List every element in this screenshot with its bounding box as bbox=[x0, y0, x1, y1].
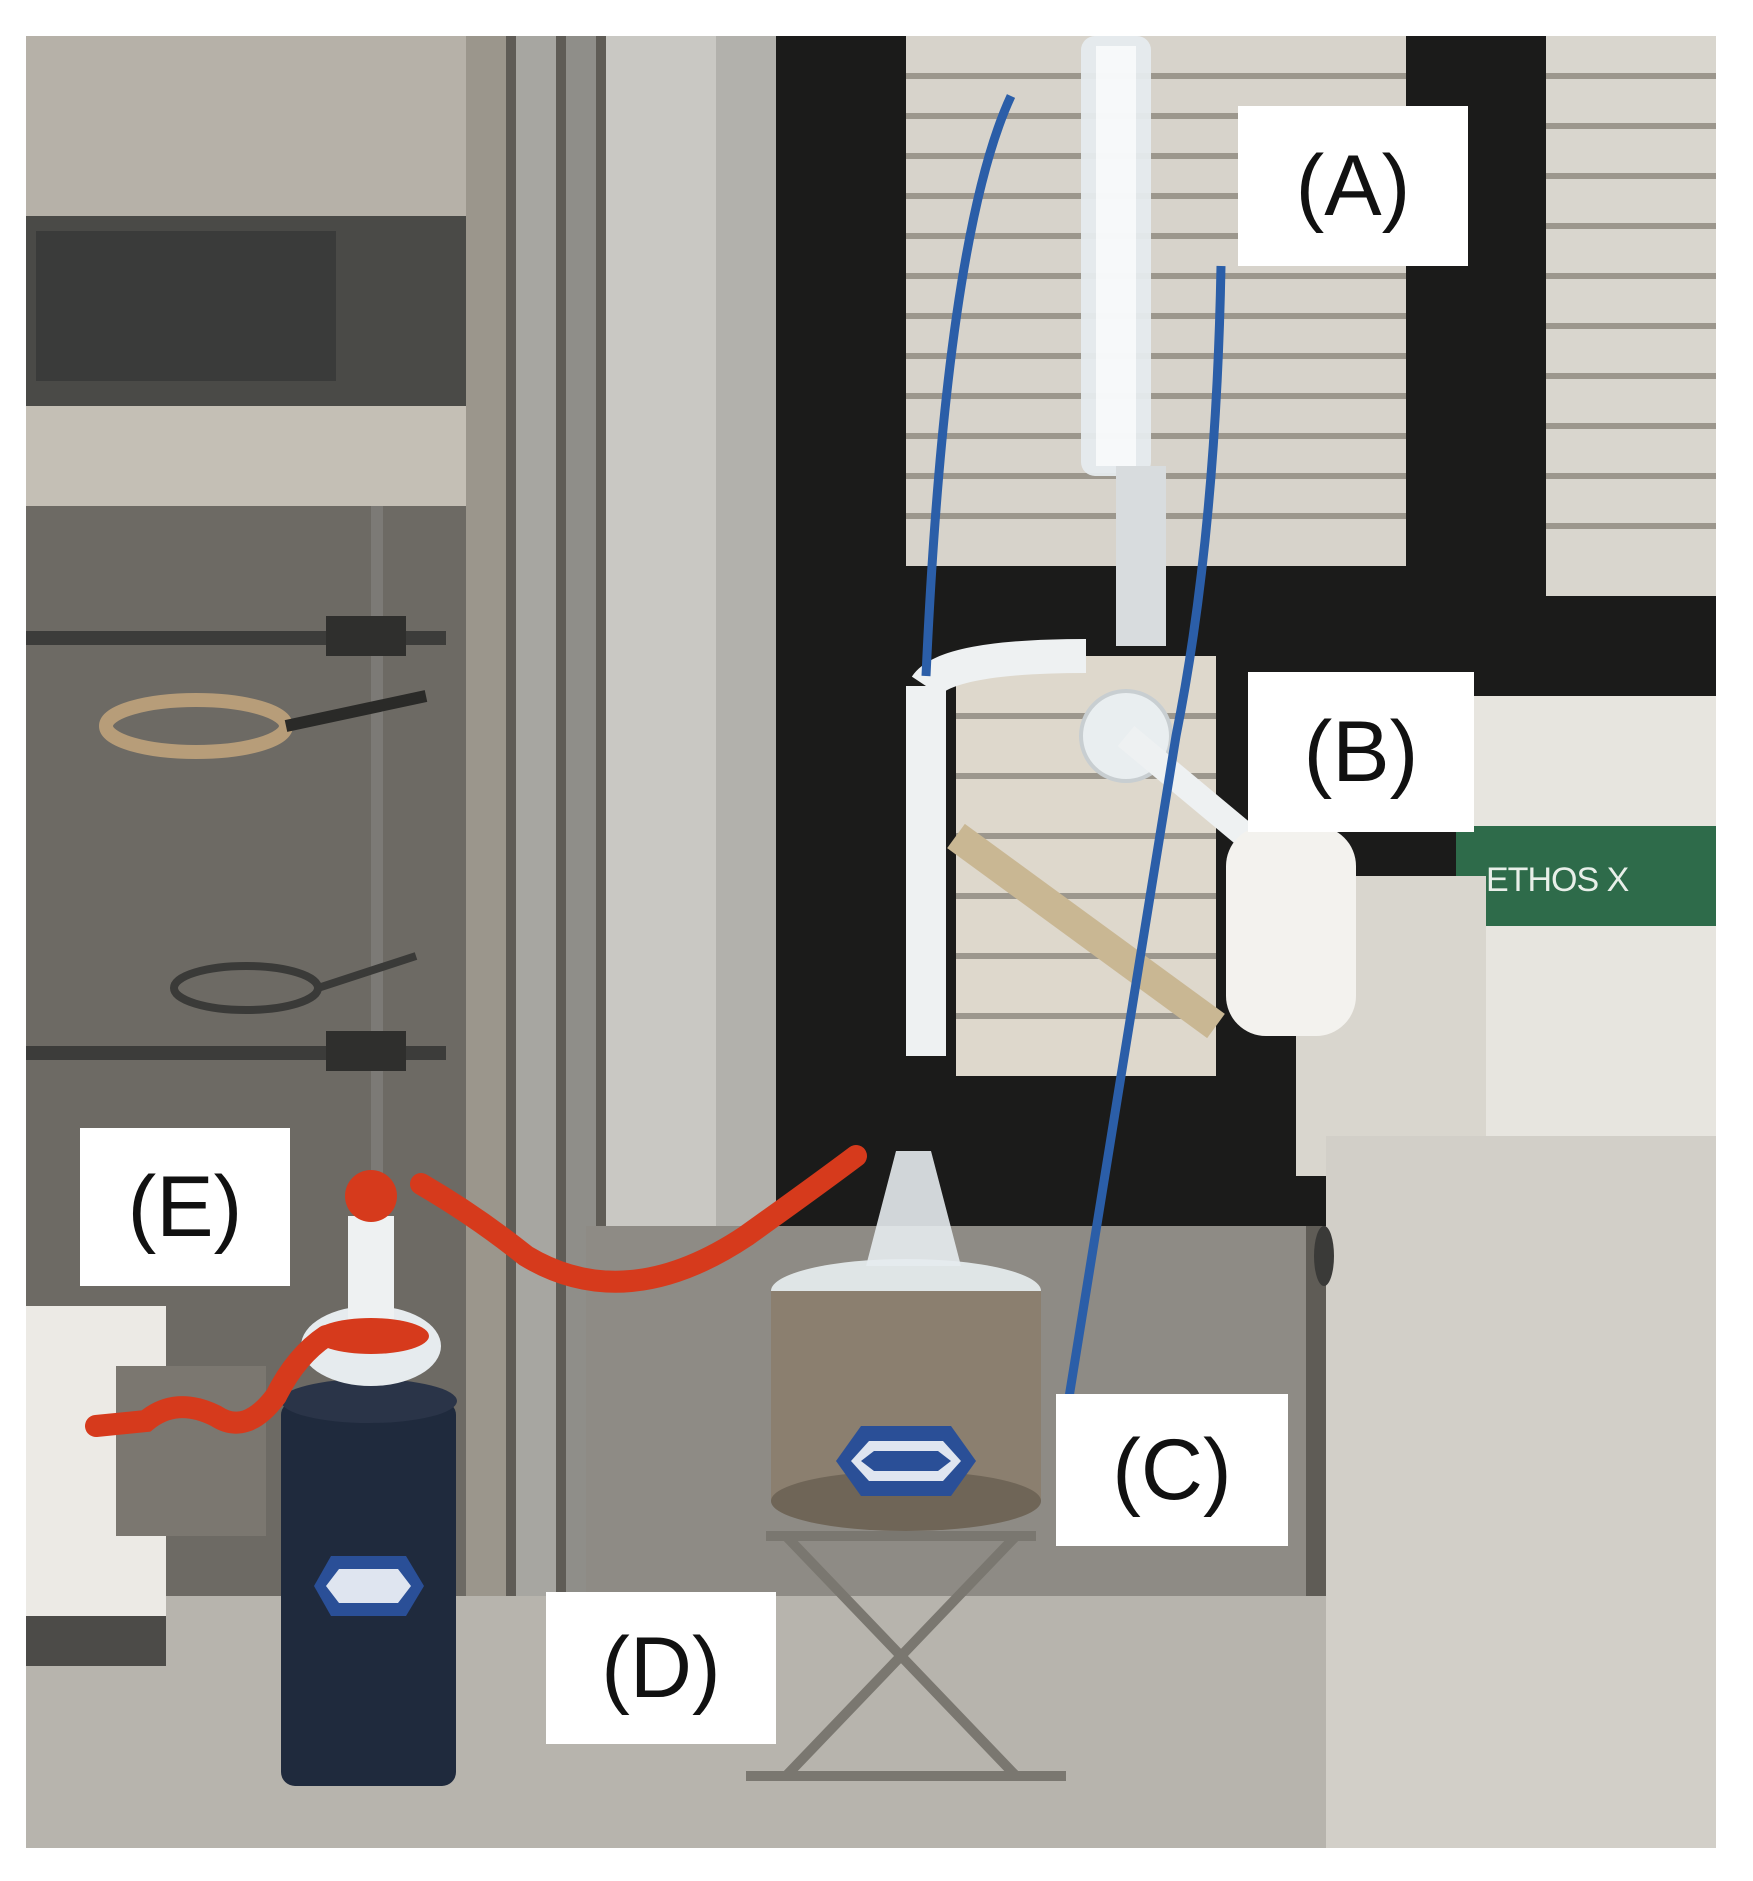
label-a: (A) bbox=[1238, 106, 1468, 266]
label-b: (B) bbox=[1248, 672, 1474, 832]
label-d: (D) bbox=[546, 1592, 776, 1744]
lab-jack bbox=[746, 1531, 1066, 1781]
collection-dewar bbox=[281, 1170, 457, 1786]
blue-tubing bbox=[921, 94, 1226, 1417]
ethos-x-device: ETHOS X bbox=[1226, 696, 1716, 1848]
heating-mantle bbox=[771, 1151, 1041, 1531]
ethos-x-label: ETHOS X bbox=[1486, 861, 1629, 899]
label-e: (E) bbox=[80, 1128, 290, 1286]
fume-hood bbox=[26, 36, 506, 1848]
glass-connection bbox=[906, 639, 1255, 1056]
label-c: (C) bbox=[1056, 1394, 1288, 1546]
lab-apparatus-photo: ETHOS X bbox=[26, 36, 1716, 1848]
red-tubing bbox=[85, 1145, 867, 1437]
chiller-unit bbox=[26, 1306, 266, 1666]
window-bar bbox=[947, 823, 1225, 1039]
